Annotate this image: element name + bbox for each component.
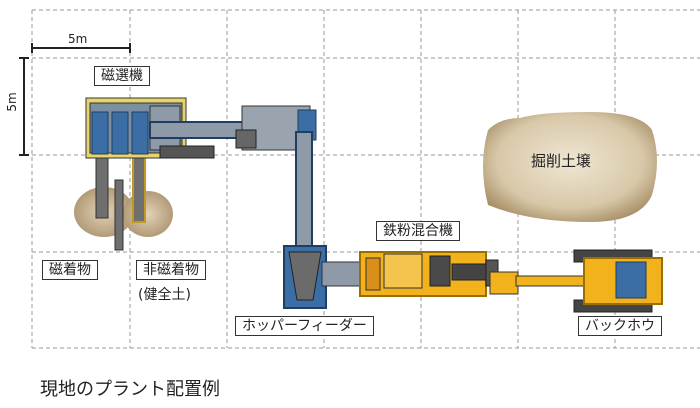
hopper-feeder-label: ホッパーフィーダー — [235, 316, 374, 336]
vertical-scale-bar — [19, 57, 29, 156]
vertical-scale-label: 5m — [5, 92, 19, 112]
hopper-feeder — [283, 245, 363, 309]
horizontal-scale-bar — [31, 43, 131, 53]
backhoe — [489, 249, 663, 313]
iron-powder-mixer-label: 鉄粉混合機 — [376, 221, 460, 241]
backhoe-label: バックホウ — [578, 316, 662, 336]
non-magnetic-material-pile — [123, 191, 173, 237]
vertical-conveyor — [295, 131, 313, 253]
healthy-soil-label: (健全土) — [138, 287, 191, 303]
iron-powder-mixer — [359, 251, 499, 297]
diagram-title: 現地のプラント配置例 — [40, 379, 220, 400]
magnetic-material-label: 磁着物 — [42, 260, 98, 280]
horizontal-scale-label: 5m — [68, 32, 88, 46]
magnetic-separator-label: 磁選機 — [94, 66, 150, 86]
non-magnetic-material-label: 非磁着物 — [136, 260, 206, 280]
upper-conveyor — [149, 105, 317, 151]
excavated-soil-label: 掘削土壌 — [531, 152, 592, 170]
excavated-soil-mound — [483, 112, 657, 222]
